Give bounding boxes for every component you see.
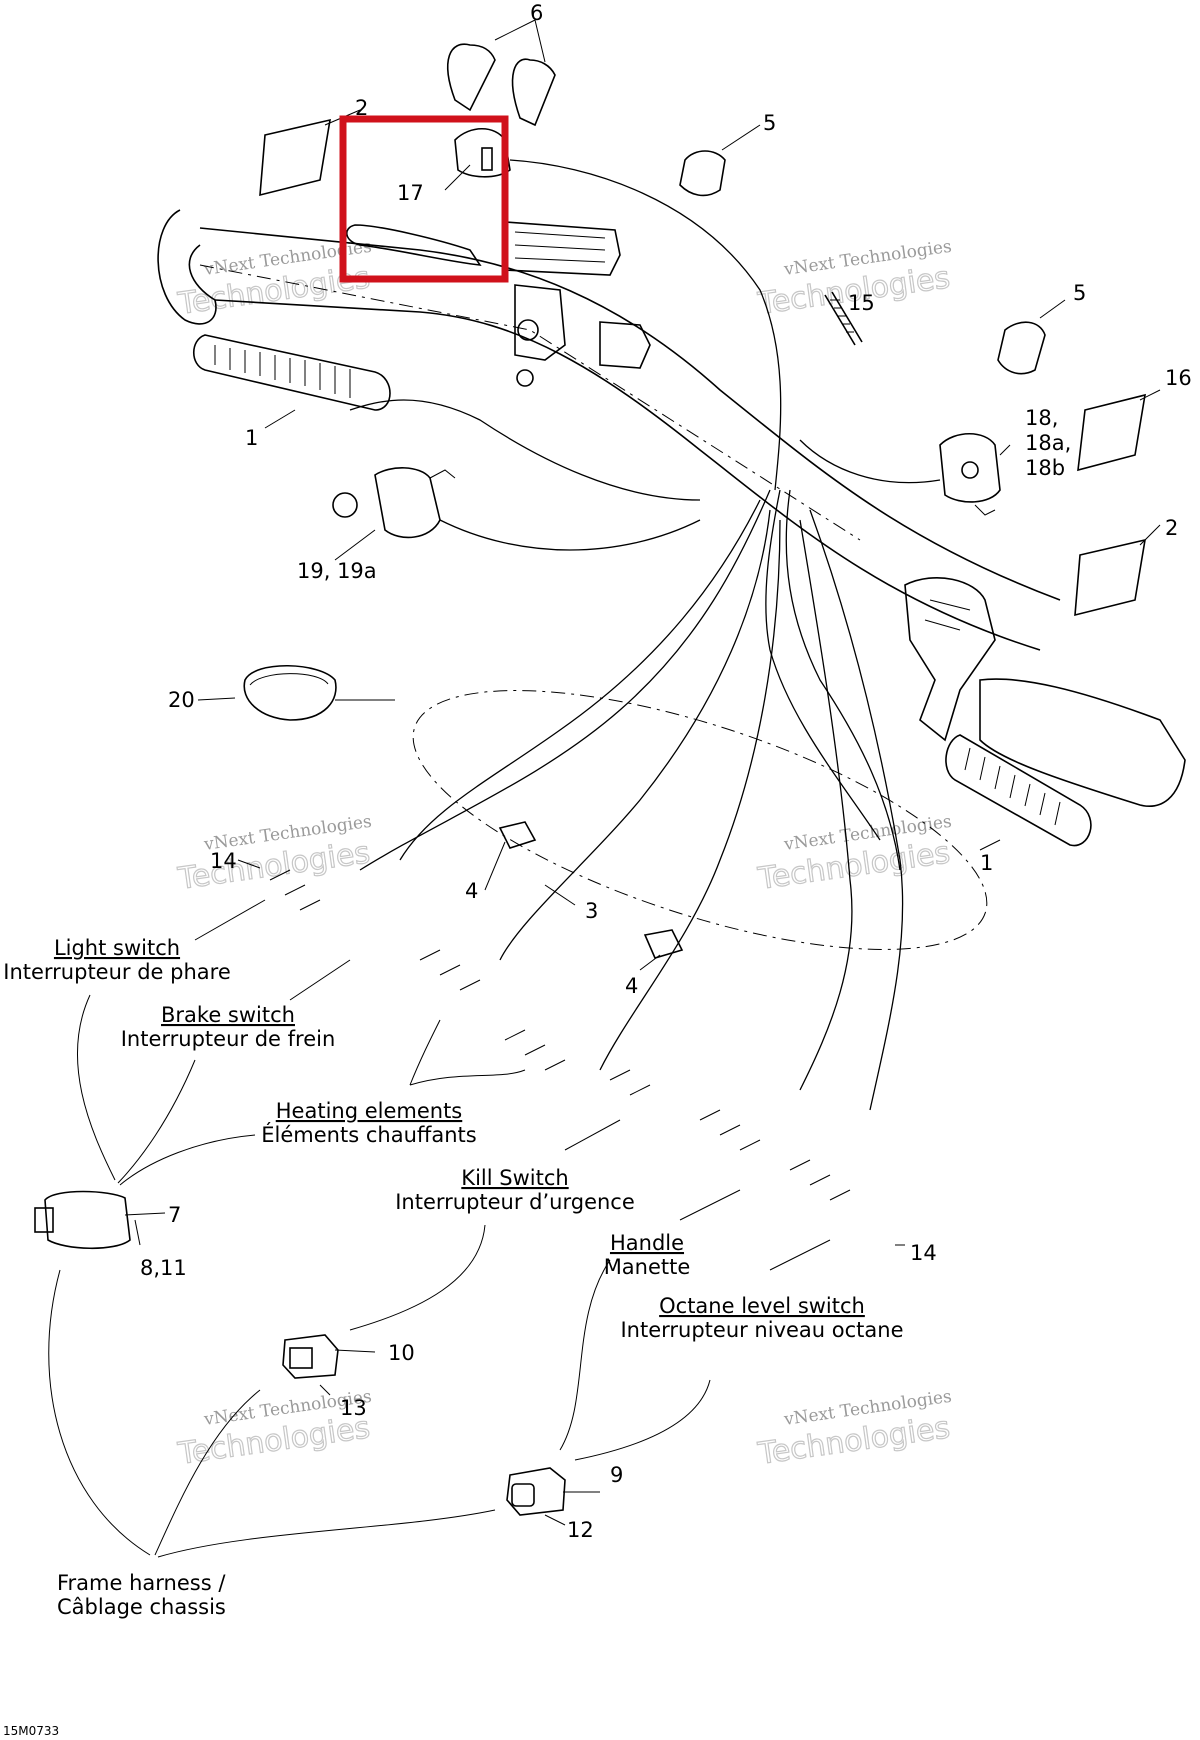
clamp <box>514 284 566 361</box>
tape-16 <box>1077 393 1146 472</box>
diagram-code: 15M0733 <box>3 1724 59 1738</box>
callout-1: 1 <box>980 851 993 875</box>
label-fr: Interrupteur niveau octane <box>620 1318 903 1342</box>
clip-4b <box>643 929 684 959</box>
label-fr: Interrupteur de frein <box>121 1027 336 1051</box>
watermarks: vNext Technologies Technologies vNext Te… <box>175 237 953 1473</box>
label-frame-harness: Frame harness / Câblage chassis <box>57 1571 226 1619</box>
highlight-box <box>339 115 509 283</box>
callout-12: 12 <box>567 1518 594 1542</box>
tape-2b <box>1074 538 1146 617</box>
bilingual-labels: Light switch Interrupteur de phare Brake… <box>3 936 903 1619</box>
callout-15: 15 <box>848 291 875 315</box>
callout-6: 6 <box>530 1 543 25</box>
callout-2: 2 <box>1165 516 1178 540</box>
label-fr: Interrupteur de phare <box>3 960 231 984</box>
callout-20: 20 <box>168 688 195 712</box>
label-heating-elements: Heating elements Éléments chauffants <box>261 1099 476 1147</box>
callout-14: 14 <box>910 1241 937 1265</box>
wire-harness <box>269 159 988 1201</box>
master-cylinder <box>504 221 621 276</box>
callout-9: 9 <box>610 1463 623 1487</box>
strap-6a <box>447 43 496 112</box>
label-light-switch: Light switch Interrupteur de phare <box>3 936 231 984</box>
callout-leaders <box>124 19 1161 1526</box>
callout-17: 17 <box>397 181 424 205</box>
connector-9 <box>506 1467 566 1516</box>
ring-20 <box>243 665 337 721</box>
callout-5: 5 <box>1073 281 1086 305</box>
callout-5: 5 <box>763 111 776 135</box>
callout-18: 18, <box>1025 406 1058 430</box>
brake-lever <box>346 224 482 266</box>
callout-4: 4 <box>625 974 638 998</box>
watermark-mid-left: vNext Technologies Technologies <box>175 812 373 898</box>
label-line-1: Frame harness / <box>57 1571 226 1595</box>
label-fr: Interrupteur d’urgence <box>395 1190 635 1214</box>
strap-6b <box>511 58 556 127</box>
callout-19-19a: 19, 19a <box>297 559 377 583</box>
callout-13: 13 <box>340 1396 367 1420</box>
callout-10: 10 <box>388 1341 415 1365</box>
callout-16: 16 <box>1165 366 1192 390</box>
throttle-lever <box>904 577 996 742</box>
callout-1: 1 <box>245 426 258 450</box>
callout-14: 14 <box>210 849 237 873</box>
label-en: Brake switch <box>161 1003 295 1027</box>
clip-5a <box>679 150 726 197</box>
label-en: Heating elements <box>276 1099 463 1123</box>
routing-lines <box>48 699 831 1558</box>
label-kill-switch: Kill Switch Interrupteur d’urgence <box>395 1166 635 1214</box>
handlebar-assembly <box>157 128 1186 847</box>
watermark-bottom-right: vNext Technologies Technologies <box>755 1387 953 1473</box>
callout-7: 7 <box>168 1203 181 1227</box>
clip-5b <box>997 321 1046 375</box>
callout-2: 2 <box>355 96 368 120</box>
label-en: Handle <box>610 1231 684 1255</box>
harness-main <box>765 489 881 841</box>
right-grip <box>979 678 1186 807</box>
connector-7 <box>44 1190 131 1250</box>
label-fr: Éléments chauffants <box>261 1122 476 1147</box>
label-en: Octane level switch <box>659 1294 865 1318</box>
callout-18a: 18a, <box>1025 431 1071 455</box>
label-fr: Manette <box>604 1255 691 1279</box>
tape-2a <box>259 118 331 197</box>
callout-4: 4 <box>465 879 478 903</box>
label-octane-level-switch: Octane level switch Interrupteur niveau … <box>620 1294 903 1342</box>
label-handle: Handle Manette <box>604 1231 691 1279</box>
handlebar-left-end <box>157 209 217 325</box>
label-en: Kill Switch <box>461 1166 568 1190</box>
connector-10 <box>282 1334 339 1379</box>
callout-3: 3 <box>585 899 598 923</box>
callout-18b: 18b <box>1025 456 1065 480</box>
connectors <box>34 1190 566 1516</box>
kill-switch <box>939 433 1001 503</box>
harness-zone <box>412 690 988 950</box>
right-grip-outer <box>945 734 1092 847</box>
watermark-mid-right: vNext Technologies Technologies <box>755 812 953 898</box>
clip-4a <box>498 821 537 849</box>
loose-parts <box>243 43 1146 959</box>
label-brake-switch: Brake switch Interrupteur de frein <box>121 1003 336 1051</box>
left-grip <box>192 334 391 411</box>
callout-8-11: 8,11 <box>140 1256 187 1280</box>
label-line-2: Câblage chassis <box>57 1595 226 1619</box>
label-en: Light switch <box>54 936 180 960</box>
callout-numbers: 6 2 5 17 15 5 16 18, 18a, 18b 1 19, 19a … <box>140 1 1192 1542</box>
